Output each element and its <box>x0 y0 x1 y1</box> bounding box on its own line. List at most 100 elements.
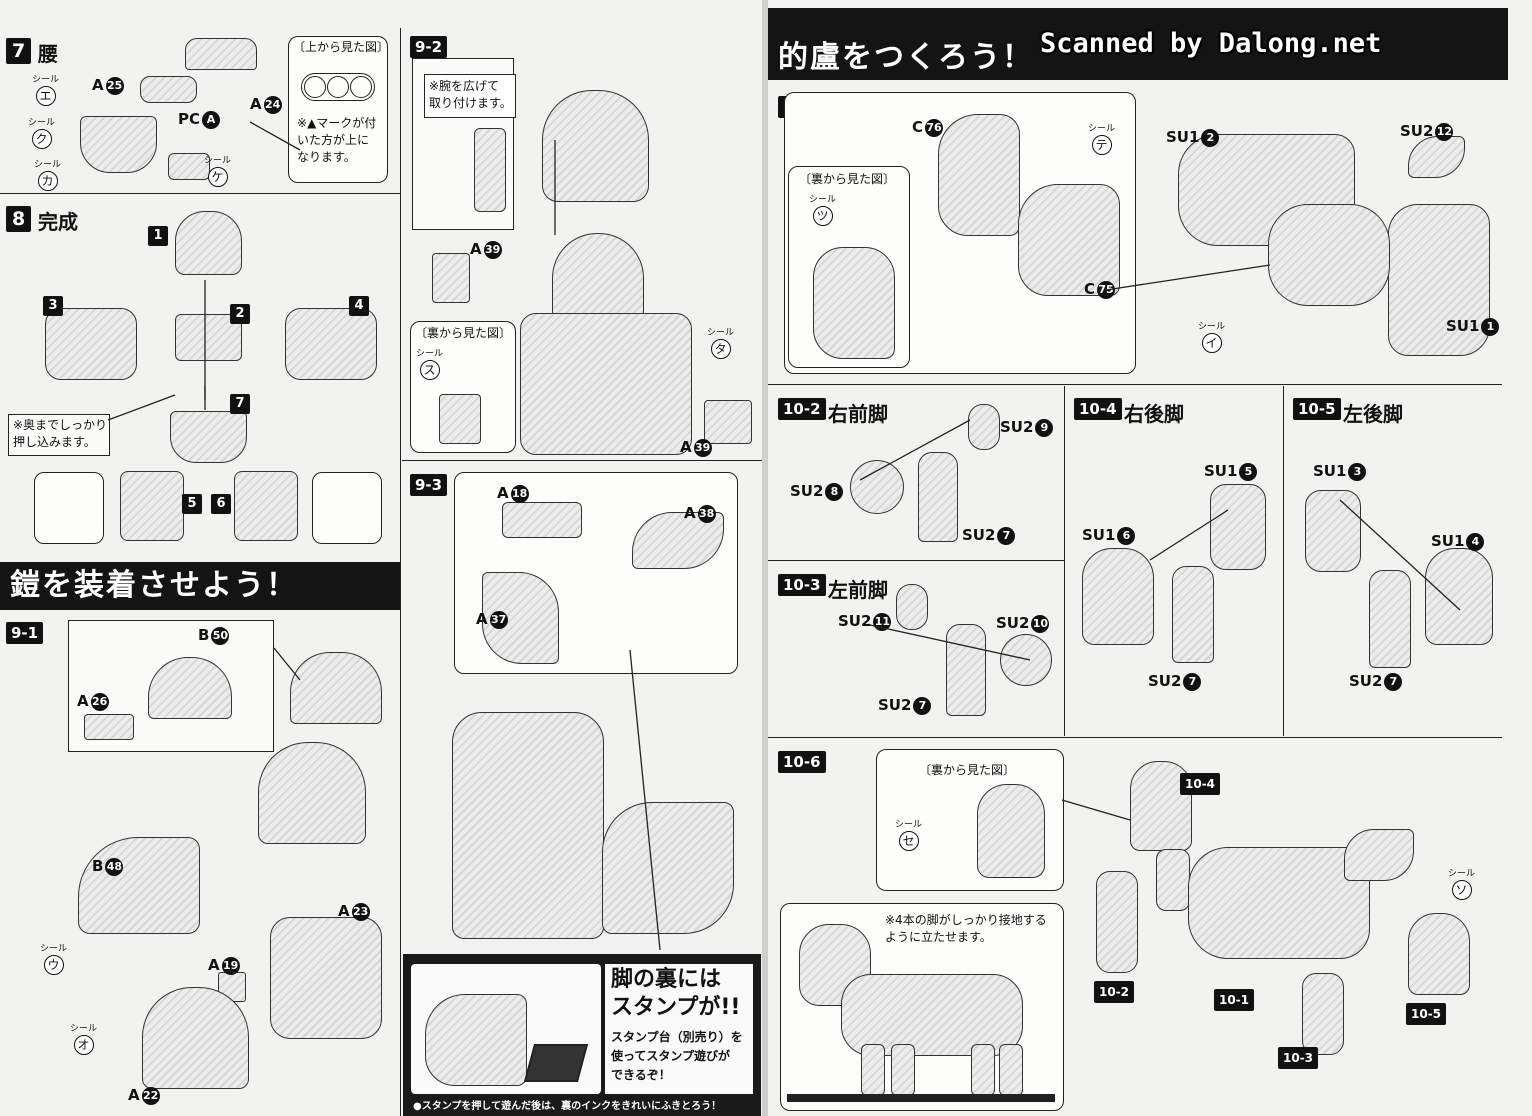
marker-7: 7 <box>230 394 250 414</box>
seal-u: シールウ <box>40 944 67 975</box>
seal-o: シールオ <box>70 1024 97 1055</box>
step-10-2-number: 10-2 <box>778 398 826 420</box>
stamp-title: 脚の裏にはスタンプが!! <box>611 967 741 1020</box>
robot-assembled <box>452 712 604 939</box>
triangle-mark-icon: ▲ <box>307 116 317 130</box>
right-leg-part <box>120 471 184 541</box>
step-7-title: 腰 <box>38 42 58 66</box>
marker-6: 6 <box>211 494 231 514</box>
leg-joint-su2-11 <box>896 584 928 630</box>
horse-head-back <box>813 247 895 359</box>
arm-note-box: ※腕を広げて取り付けます。 <box>424 74 516 118</box>
page-gutter <box>762 0 768 1116</box>
divider <box>768 560 1064 561</box>
horse-neck <box>1268 204 1390 306</box>
stamp-illustration <box>411 964 601 1094</box>
peg-circle <box>350 76 372 98</box>
left-arm-part <box>285 308 377 380</box>
tail-su2-12 <box>1408 136 1465 178</box>
seal-so: シールソ <box>1448 869 1475 900</box>
hip-su1-3 <box>1305 490 1361 572</box>
back-view-title: 〔裏から見た図〕 <box>415 326 512 340</box>
crest-holder-a26 <box>84 714 134 740</box>
stamp-footer: ●スタンプを押して遊んだ後は、裏のインクをきれいにふきとろう！ <box>413 1101 722 1112</box>
leg-su2-7 <box>918 452 958 542</box>
helmet-upper <box>258 742 366 844</box>
crest-assembled <box>290 652 382 724</box>
shoulder-a39-left <box>432 253 470 303</box>
rear-back-view-title: 〔裏から見た図〕 <box>919 763 1016 777</box>
peg-circle <box>304 76 326 98</box>
banner-armor: 鎧を装着させよう！ <box>0 562 400 610</box>
rear-back-view-box: 〔裏から見た図〕 シールセ <box>876 749 1064 891</box>
ref-10-4: 10-4 <box>1180 773 1221 795</box>
step-10-2-title: 右前脚 <box>828 402 888 426</box>
horse-head-c76 <box>938 114 1020 236</box>
robot-body <box>520 313 692 455</box>
head-back-view-box: 〔裏から見た図〕 シールツ <box>788 166 910 368</box>
horse-complete-leg <box>891 1044 915 1096</box>
divider <box>768 384 1502 385</box>
seal-i: シールイ <box>1198 322 1225 353</box>
divider <box>402 460 762 461</box>
horse-complete-leg <box>999 1044 1023 1096</box>
shoulder-back <box>439 394 481 444</box>
divider <box>768 737 1502 738</box>
detail-box-left <box>34 472 104 544</box>
ref-10-3: 10-3 <box>1278 1047 1319 1069</box>
ref-10-1: 10-1 <box>1214 989 1255 1011</box>
stamp-info-box: 脚の裏にはスタンプが!! スタンプ台（別売り）を使ってスタンプ遊びができるぞ！ … <box>403 954 761 1116</box>
rear-thigh-10-5 <box>1408 913 1470 995</box>
robot-head <box>552 233 644 325</box>
ground-line <box>787 1094 1055 1102</box>
step-8-section: 8 完成 1 2 3 4 7 5 6 ※奥までしっかり押し込みます。 <box>0 196 400 558</box>
helmet-crest-b48 <box>78 837 200 934</box>
step-10-6-number: 10-6 <box>778 751 826 773</box>
seal-su: シールス <box>416 349 443 380</box>
seal-ta: シールタ <box>707 328 734 359</box>
horse-tail <box>1344 829 1414 881</box>
waist-part-front <box>80 116 157 173</box>
ref-10-2: 10-2 <box>1094 981 1135 1003</box>
leg-cap-su2-10 <box>1000 634 1052 686</box>
horse-complete-leg <box>971 1044 995 1096</box>
peg-diagram <box>301 73 375 101</box>
front-leg-10-3 <box>1302 973 1344 1055</box>
hip-su1-5 <box>1210 484 1266 570</box>
step-10-3-number: 10-3 <box>778 574 826 596</box>
waist-connector <box>140 76 197 103</box>
thigh-back <box>977 784 1045 878</box>
right-arm-part <box>45 308 137 380</box>
divider <box>1283 386 1284 736</box>
step-10-4-number: 10-4 <box>1074 398 1122 420</box>
leg-su2-7 <box>1172 566 1214 663</box>
seal-te: シールテ <box>1088 124 1115 155</box>
seal-ku: シールク <box>28 118 55 149</box>
rear-leg-10-4 <box>1156 849 1190 911</box>
front-leg-10-2 <box>1096 871 1138 973</box>
step-10-5-number: 10-5 <box>1293 398 1341 420</box>
standing-note: ※4本の脚がしっかり接地するように立たせます。 <box>885 913 1047 944</box>
leg-su2-7 <box>1369 570 1411 668</box>
peg-circle <box>327 76 349 98</box>
